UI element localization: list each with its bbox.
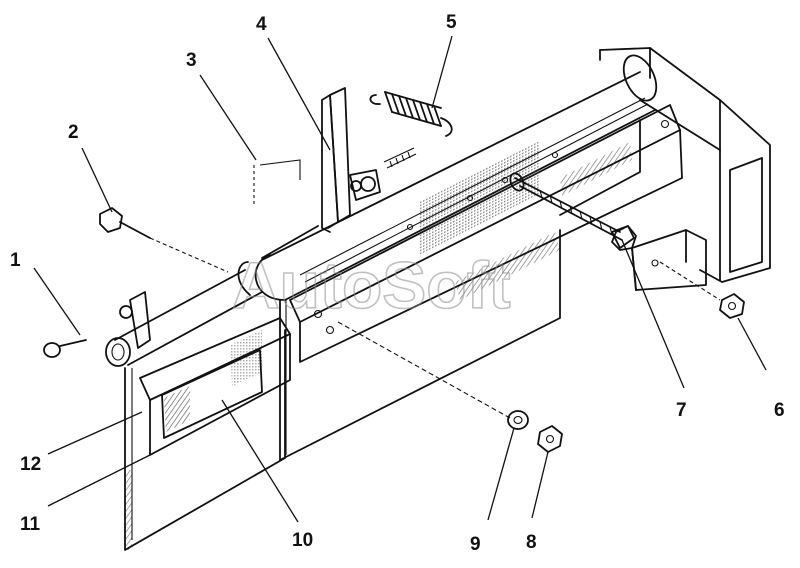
part-screw-3	[253, 159, 301, 205]
callout-2: 2	[68, 122, 79, 143]
callout-1: 1	[10, 250, 21, 271]
tension-spring	[369, 91, 453, 137]
callout-11: 11	[20, 514, 41, 535]
upright-bracket	[261, 87, 381, 259]
assembly-axis	[337, 321, 511, 419]
part-nut-6	[659, 261, 745, 319]
channel-bracket	[599, 47, 771, 283]
callout-12: 12	[20, 454, 41, 475]
callout-4: 4	[256, 14, 267, 35]
callout-3: 3	[186, 50, 197, 71]
part-nut-7	[611, 225, 637, 251]
center-flap	[279, 229, 561, 461]
callout-6: 6	[774, 400, 785, 421]
window-frame-plate	[139, 317, 291, 456]
angle-bracket	[631, 229, 707, 291]
callout-10: 10	[292, 530, 313, 551]
left-hinge-assembly	[105, 261, 286, 551]
part-nut-8	[537, 425, 563, 453]
watermark: AutoSoft	[232, 248, 511, 322]
part-pin-1	[43, 339, 87, 358]
callout-7: 7	[676, 400, 687, 421]
callout-leaders	[33, 35, 767, 523]
part-bolt-2	[99, 207, 229, 273]
callout-9: 9	[470, 534, 481, 555]
slotted-plate	[289, 104, 683, 363]
small-spring	[383, 147, 417, 169]
part-washer-9	[507, 410, 529, 430]
callout-8: 8	[526, 532, 537, 553]
callout-5: 5	[446, 12, 457, 33]
callout-labels: 1 2 3 4 5 6 7 8 9 10 11 12	[10, 12, 785, 555]
threaded-rod	[509, 172, 635, 249]
